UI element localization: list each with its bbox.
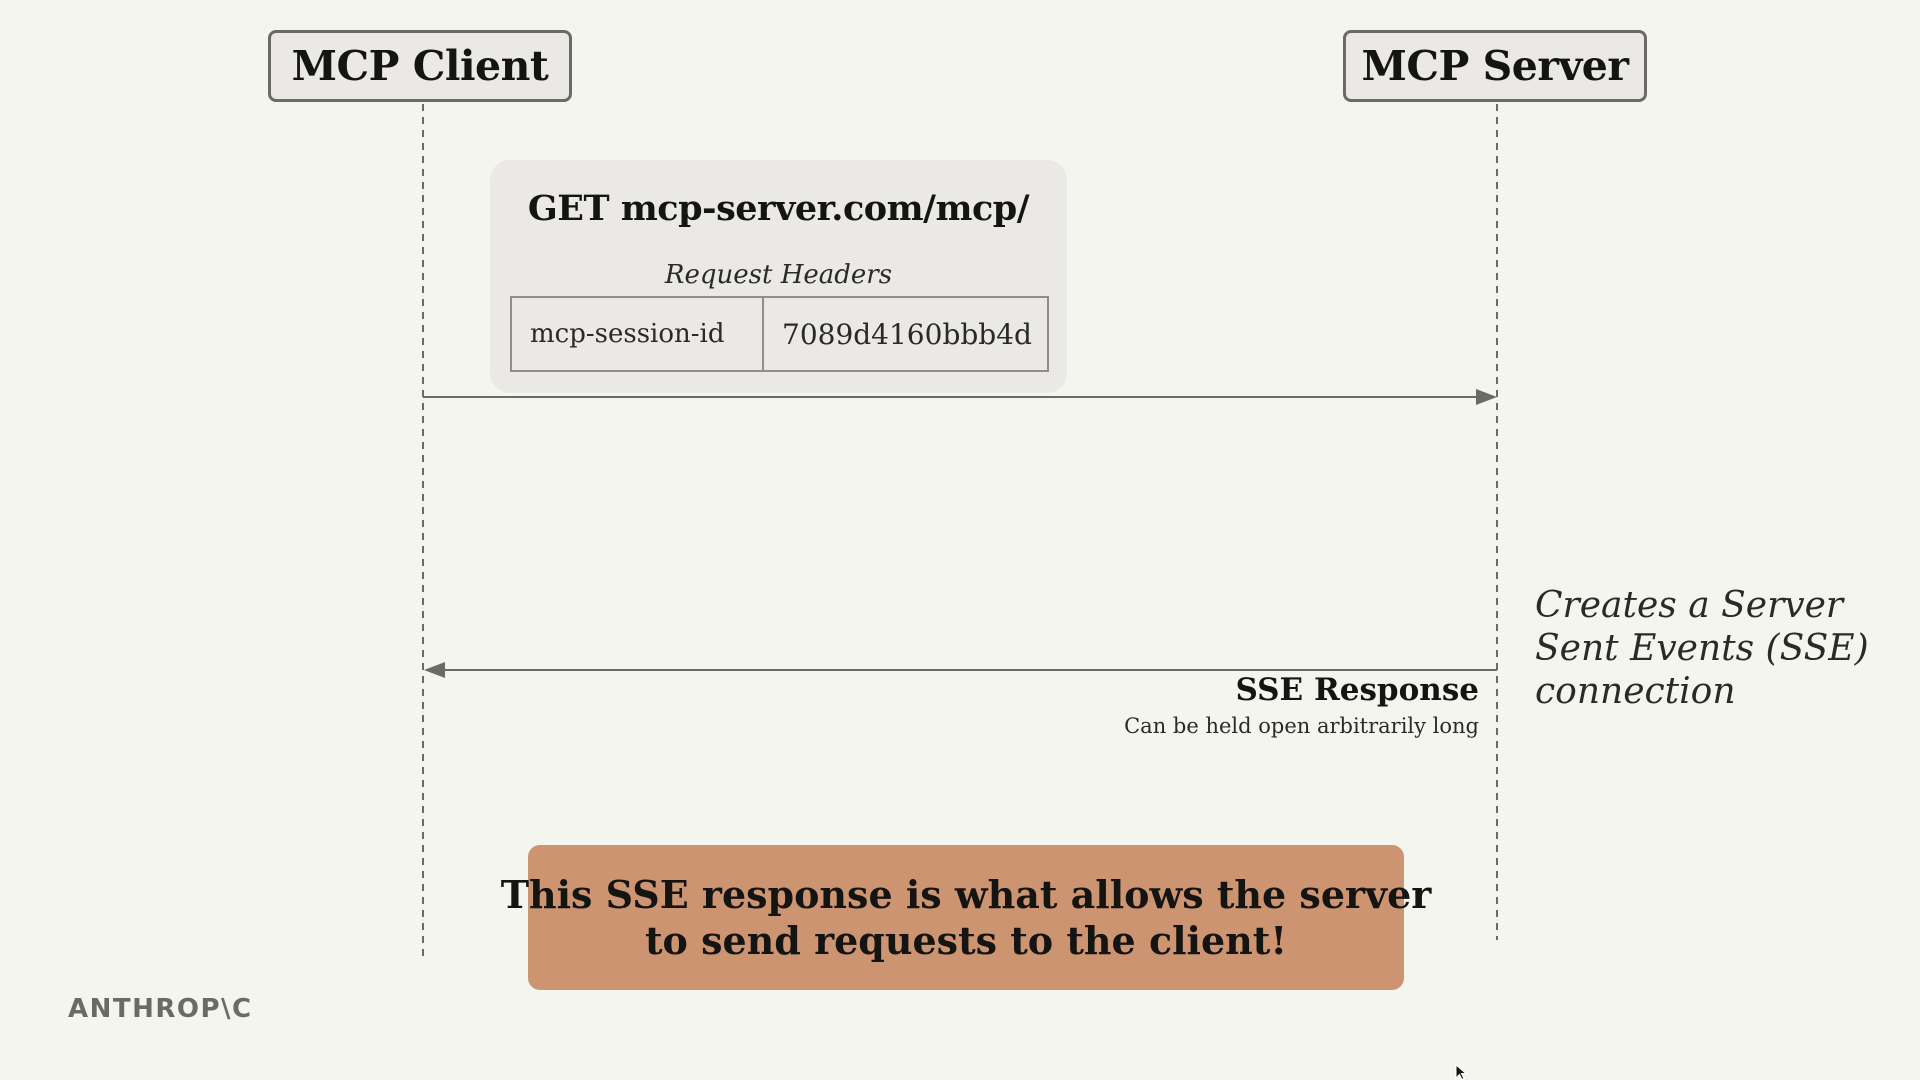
callout-line-2: to send requests to the client! xyxy=(644,917,1288,963)
mcp-server-label: MCP Server xyxy=(1361,42,1629,90)
sse-response-title: SSE Response xyxy=(1235,672,1479,708)
server-note: Creates a Server Sent Events (SSE) conne… xyxy=(1535,584,1895,713)
sse-response-subtitle: Can be held open arbitrarily long xyxy=(1124,714,1479,738)
header-key-cell: mcp-session-id xyxy=(512,298,764,370)
request-headers-label: Request Headers xyxy=(664,260,893,290)
mouse-pointer-icon xyxy=(1455,1064,1468,1080)
server-note-line-1: Creates a Server xyxy=(1535,585,1844,626)
request-headers-table: mcp-session-id 7089d4160bbb4d xyxy=(510,296,1049,372)
request-arrow-head xyxy=(1476,389,1497,405)
request-title: GET mcp-server.com/mcp/ xyxy=(527,188,1030,229)
callout-box: This SSE response is what allows the ser… xyxy=(501,845,1431,990)
server-note-line-2: Sent Events (SSE) xyxy=(1535,628,1869,669)
server-note-line-3: connection xyxy=(1535,671,1736,712)
mcp-server-box: MCP Server xyxy=(1343,30,1647,102)
callout-line-1: This SSE response is what allows the ser… xyxy=(500,871,1432,917)
response-arrow-head xyxy=(424,662,445,678)
mcp-client-label: MCP Client xyxy=(291,42,549,90)
anthropic-logo: ANTHROP\C xyxy=(68,994,253,1024)
request-card: GET mcp-server.com/mcp/ Request Headers … xyxy=(490,160,1067,393)
header-value-cell: 7089d4160bbb4d xyxy=(782,317,1032,351)
mcp-client-box: MCP Client xyxy=(268,30,572,102)
